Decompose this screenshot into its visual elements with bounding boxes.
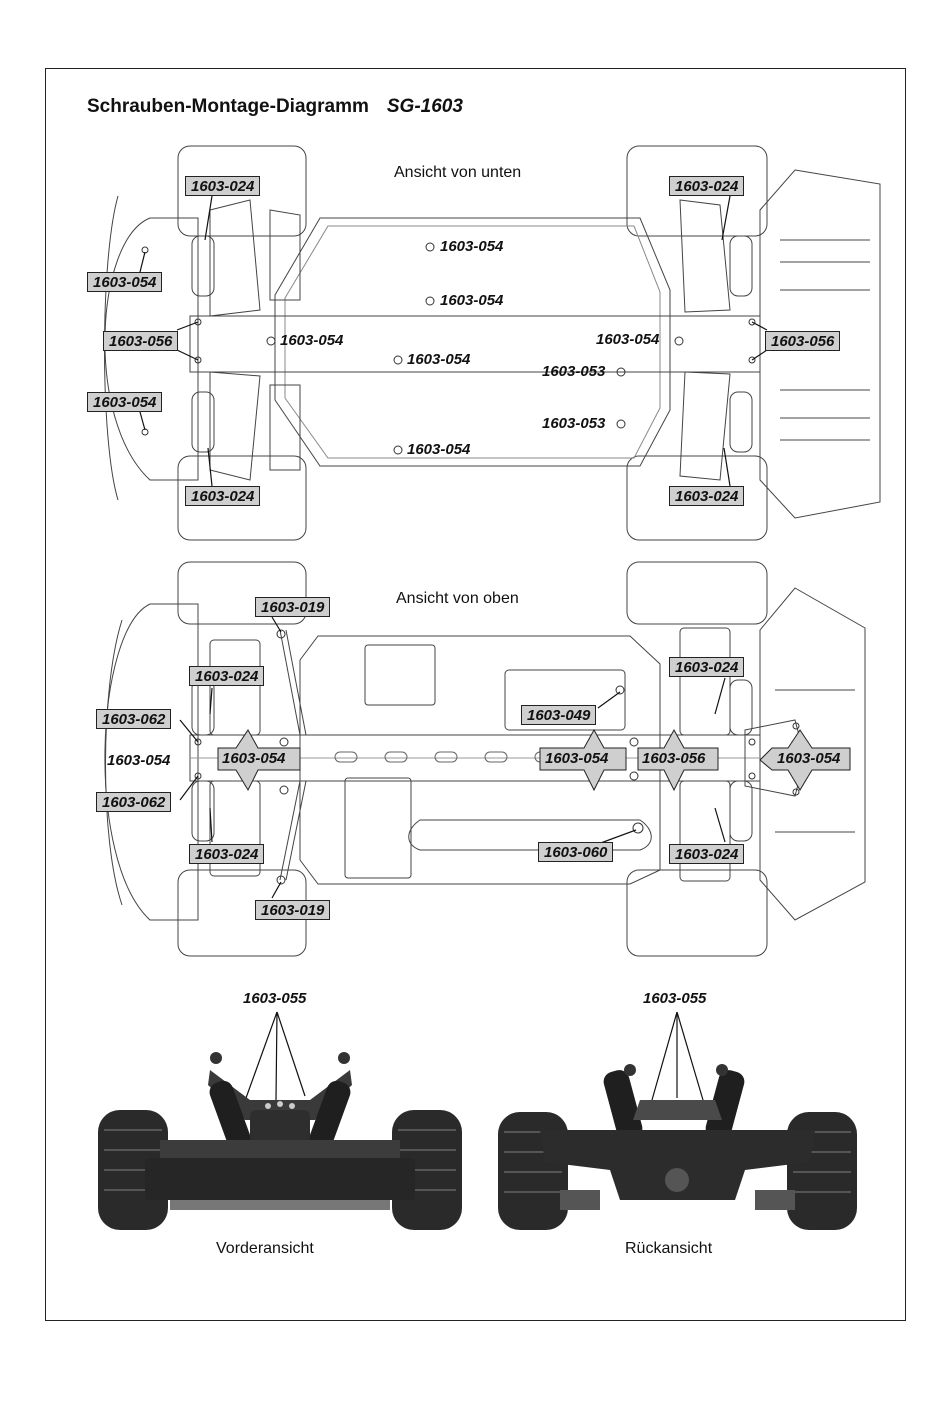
part-label-front-hinge-lower: 1603-062 xyxy=(96,792,172,812)
part-label-front-shock-lower: 1603-024 xyxy=(189,844,265,864)
part-label-rear-photo: 1603-055 xyxy=(643,990,707,1007)
part-label-chassis-5: 1603-054 xyxy=(407,441,471,458)
part-label-front-beam: 1603-054 xyxy=(222,750,286,767)
part-label-bumper-lower: 1603-054 xyxy=(87,392,163,412)
part-label-front-hinge-upper: 1603-062 xyxy=(96,709,172,729)
part-label-rear-plate: 1603-056 xyxy=(765,331,841,351)
part-label-chassis-2: 1603-054 xyxy=(440,292,504,309)
page-frame xyxy=(45,68,906,1321)
part-label-front-left-upper: 1603-024 xyxy=(185,176,261,196)
part-label-front-photo: 1603-055 xyxy=(243,990,307,1007)
top-view-drawing xyxy=(104,561,866,957)
part-label-front-bumper: 1603-054 xyxy=(107,752,171,769)
part-label-chassis-4: 1603-054 xyxy=(407,351,471,368)
part-label-front-left-lower: 1603-024 xyxy=(185,486,261,506)
part-label-rear-bumper: 1603-054 xyxy=(777,750,841,767)
part-label-chassis-3: 1603-054 xyxy=(280,332,344,349)
part-label-motor-mount: 1603-049 xyxy=(521,705,597,725)
page-title: Schrauben-Montage-Diagramm SG-1603 xyxy=(87,96,463,118)
front-view-photo xyxy=(98,1052,462,1230)
part-label-rear-beam: 1603-056 xyxy=(642,750,706,767)
callout-arrow-left xyxy=(217,729,301,792)
part-label-rear-shock-lower: 1603-024 xyxy=(669,844,745,864)
part-label-steering-link-upper: 1603-019 xyxy=(255,597,331,617)
part-label-front-plate: 1603-056 xyxy=(103,331,179,351)
part-label-chassis-6: 1603-054 xyxy=(596,331,660,348)
model-number: SG-1603 xyxy=(386,96,463,117)
top-view-label: Ansicht von oben xyxy=(396,590,519,607)
part-label-chassis-8: 1603-053 xyxy=(542,415,606,432)
part-label-center-beam: 1603-054 xyxy=(545,750,609,767)
part-label-steering-servo-link: 1603-060 xyxy=(538,842,614,862)
part-label-bumper-upper: 1603-054 xyxy=(87,272,163,292)
part-label-front-shock-upper: 1603-024 xyxy=(189,666,265,686)
part-label-steering-link-lower: 1603-019 xyxy=(255,900,331,920)
rear-view-caption: Rückansicht xyxy=(625,1240,713,1257)
bottom-view-drawing xyxy=(104,145,881,541)
part-label-rear-shock-upper: 1603-024 xyxy=(669,657,745,677)
title-text: Schrauben-Montage-Diagramm xyxy=(87,96,369,117)
callout-arrow-mid xyxy=(539,728,627,792)
part-label-rear-right-lower: 1603-024 xyxy=(669,486,745,506)
front-view-caption: Vorderansicht xyxy=(216,1240,314,1257)
callout-arrow-right xyxy=(759,729,851,791)
part-label-rear-right-upper: 1603-024 xyxy=(669,176,745,196)
rear-view-photo xyxy=(498,1064,857,1230)
callout-arrow-center xyxy=(637,728,719,792)
part-label-chassis-7: 1603-053 xyxy=(542,363,606,380)
bottom-view-label: Ansicht von unten xyxy=(394,164,522,181)
part-label-chassis-1: 1603-054 xyxy=(440,238,504,255)
